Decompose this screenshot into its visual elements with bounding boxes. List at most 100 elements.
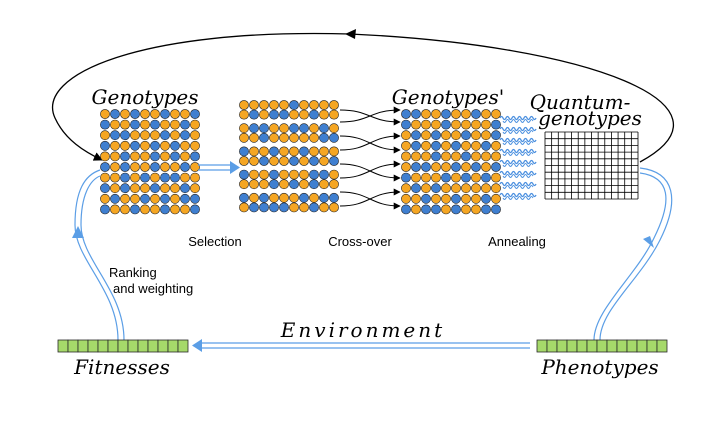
genome-dot xyxy=(150,109,160,119)
genome-dot xyxy=(110,140,120,151)
genome-dot xyxy=(239,123,249,134)
genome-dot xyxy=(329,192,339,203)
genome-dot xyxy=(150,183,160,194)
genome-dot xyxy=(269,109,279,120)
genome-dot xyxy=(140,193,150,204)
genome-dot xyxy=(249,169,259,180)
crossover-arrow xyxy=(339,106,401,123)
wave-line xyxy=(499,192,537,198)
bar-cell xyxy=(77,339,89,353)
genome-dot xyxy=(451,151,461,162)
genome-dot xyxy=(451,130,461,141)
genome-dot xyxy=(451,193,461,204)
genome-dot xyxy=(471,151,481,162)
genome-dot xyxy=(170,204,180,215)
genome-dot xyxy=(110,109,120,119)
genome-dot xyxy=(421,204,431,215)
crossover-label: Cross-over xyxy=(328,234,392,249)
genome-dot xyxy=(309,132,319,143)
genome-dot xyxy=(150,172,160,183)
genome-dot xyxy=(100,151,110,162)
genome-dot xyxy=(100,130,110,141)
genome-dot xyxy=(180,193,190,204)
bar-cell xyxy=(167,339,179,353)
genome-dot xyxy=(329,132,339,143)
genome-dot xyxy=(269,146,279,157)
genome-dot xyxy=(120,193,130,204)
fitnesses-label: Fitnesses xyxy=(73,355,170,379)
genome-dot xyxy=(329,100,339,110)
wave-line xyxy=(502,174,534,178)
genome-dot xyxy=(431,109,441,119)
genome-dot xyxy=(130,193,140,204)
bar-cell xyxy=(157,339,169,353)
annealing-label: Annealing xyxy=(488,234,546,249)
genome-dot xyxy=(269,179,279,190)
genome-dot xyxy=(481,162,491,172)
wave-line xyxy=(502,196,534,200)
genome-dot xyxy=(190,172,200,183)
genome-dot xyxy=(130,162,140,172)
genome-dot xyxy=(491,172,501,183)
genome-dot xyxy=(451,172,461,183)
genome-dot xyxy=(441,172,451,183)
genome-dot xyxy=(441,130,451,141)
genome-dot xyxy=(160,183,170,194)
bar-cell xyxy=(147,339,159,353)
genome-dot xyxy=(401,204,411,215)
genome-dot xyxy=(279,202,289,213)
genome-dot xyxy=(309,146,319,157)
genome-dot xyxy=(299,179,309,190)
genome-dot xyxy=(160,162,170,172)
wave-line xyxy=(502,163,534,167)
genome-dot xyxy=(239,169,249,180)
genome-dot xyxy=(329,156,339,166)
genome-dot xyxy=(239,202,249,213)
genome-dot xyxy=(441,119,451,130)
genome-dot xyxy=(309,202,319,213)
genome-dot xyxy=(401,162,411,172)
genome-dot xyxy=(100,183,110,194)
genome-dot xyxy=(259,146,269,157)
genome-dot xyxy=(170,140,180,151)
genome-dot xyxy=(269,156,279,166)
genome-dot xyxy=(471,183,481,194)
genome-dot xyxy=(299,192,309,203)
genome-dot xyxy=(411,130,421,141)
bar-cell xyxy=(616,339,628,353)
genome-dot xyxy=(329,123,339,134)
genome-dot xyxy=(259,109,269,120)
genome-dot xyxy=(180,172,190,183)
genome-dot xyxy=(120,109,130,119)
genome-dot xyxy=(471,204,481,215)
genome-dot xyxy=(421,109,431,119)
genotypes-label: Genotypes xyxy=(92,85,199,109)
genome-dot xyxy=(180,204,190,215)
genome-dot xyxy=(140,119,150,130)
genome-dot xyxy=(421,151,431,162)
genome-dot xyxy=(299,123,309,134)
bar-cell xyxy=(626,339,638,353)
genome-dot xyxy=(451,140,461,151)
genome-dot xyxy=(279,100,289,110)
genome-dot xyxy=(319,100,329,110)
genome-dot xyxy=(160,204,170,215)
genome-dot xyxy=(120,151,130,162)
bar-cell xyxy=(536,339,548,353)
genome-dot xyxy=(329,146,339,157)
genome-dot xyxy=(461,162,471,172)
wave-line xyxy=(502,185,534,189)
genome-dot xyxy=(491,140,501,151)
wave-line xyxy=(499,126,537,132)
genome-dot xyxy=(110,162,120,172)
genome-dot xyxy=(461,140,471,151)
genome-dot xyxy=(269,202,279,213)
genome-dot xyxy=(259,169,269,180)
genome-dot xyxy=(401,140,411,151)
genome-dot xyxy=(269,123,279,134)
genome-dot xyxy=(140,172,150,183)
genome-dot xyxy=(481,204,491,215)
bar-cell xyxy=(656,339,668,353)
genome-dot xyxy=(411,204,421,215)
